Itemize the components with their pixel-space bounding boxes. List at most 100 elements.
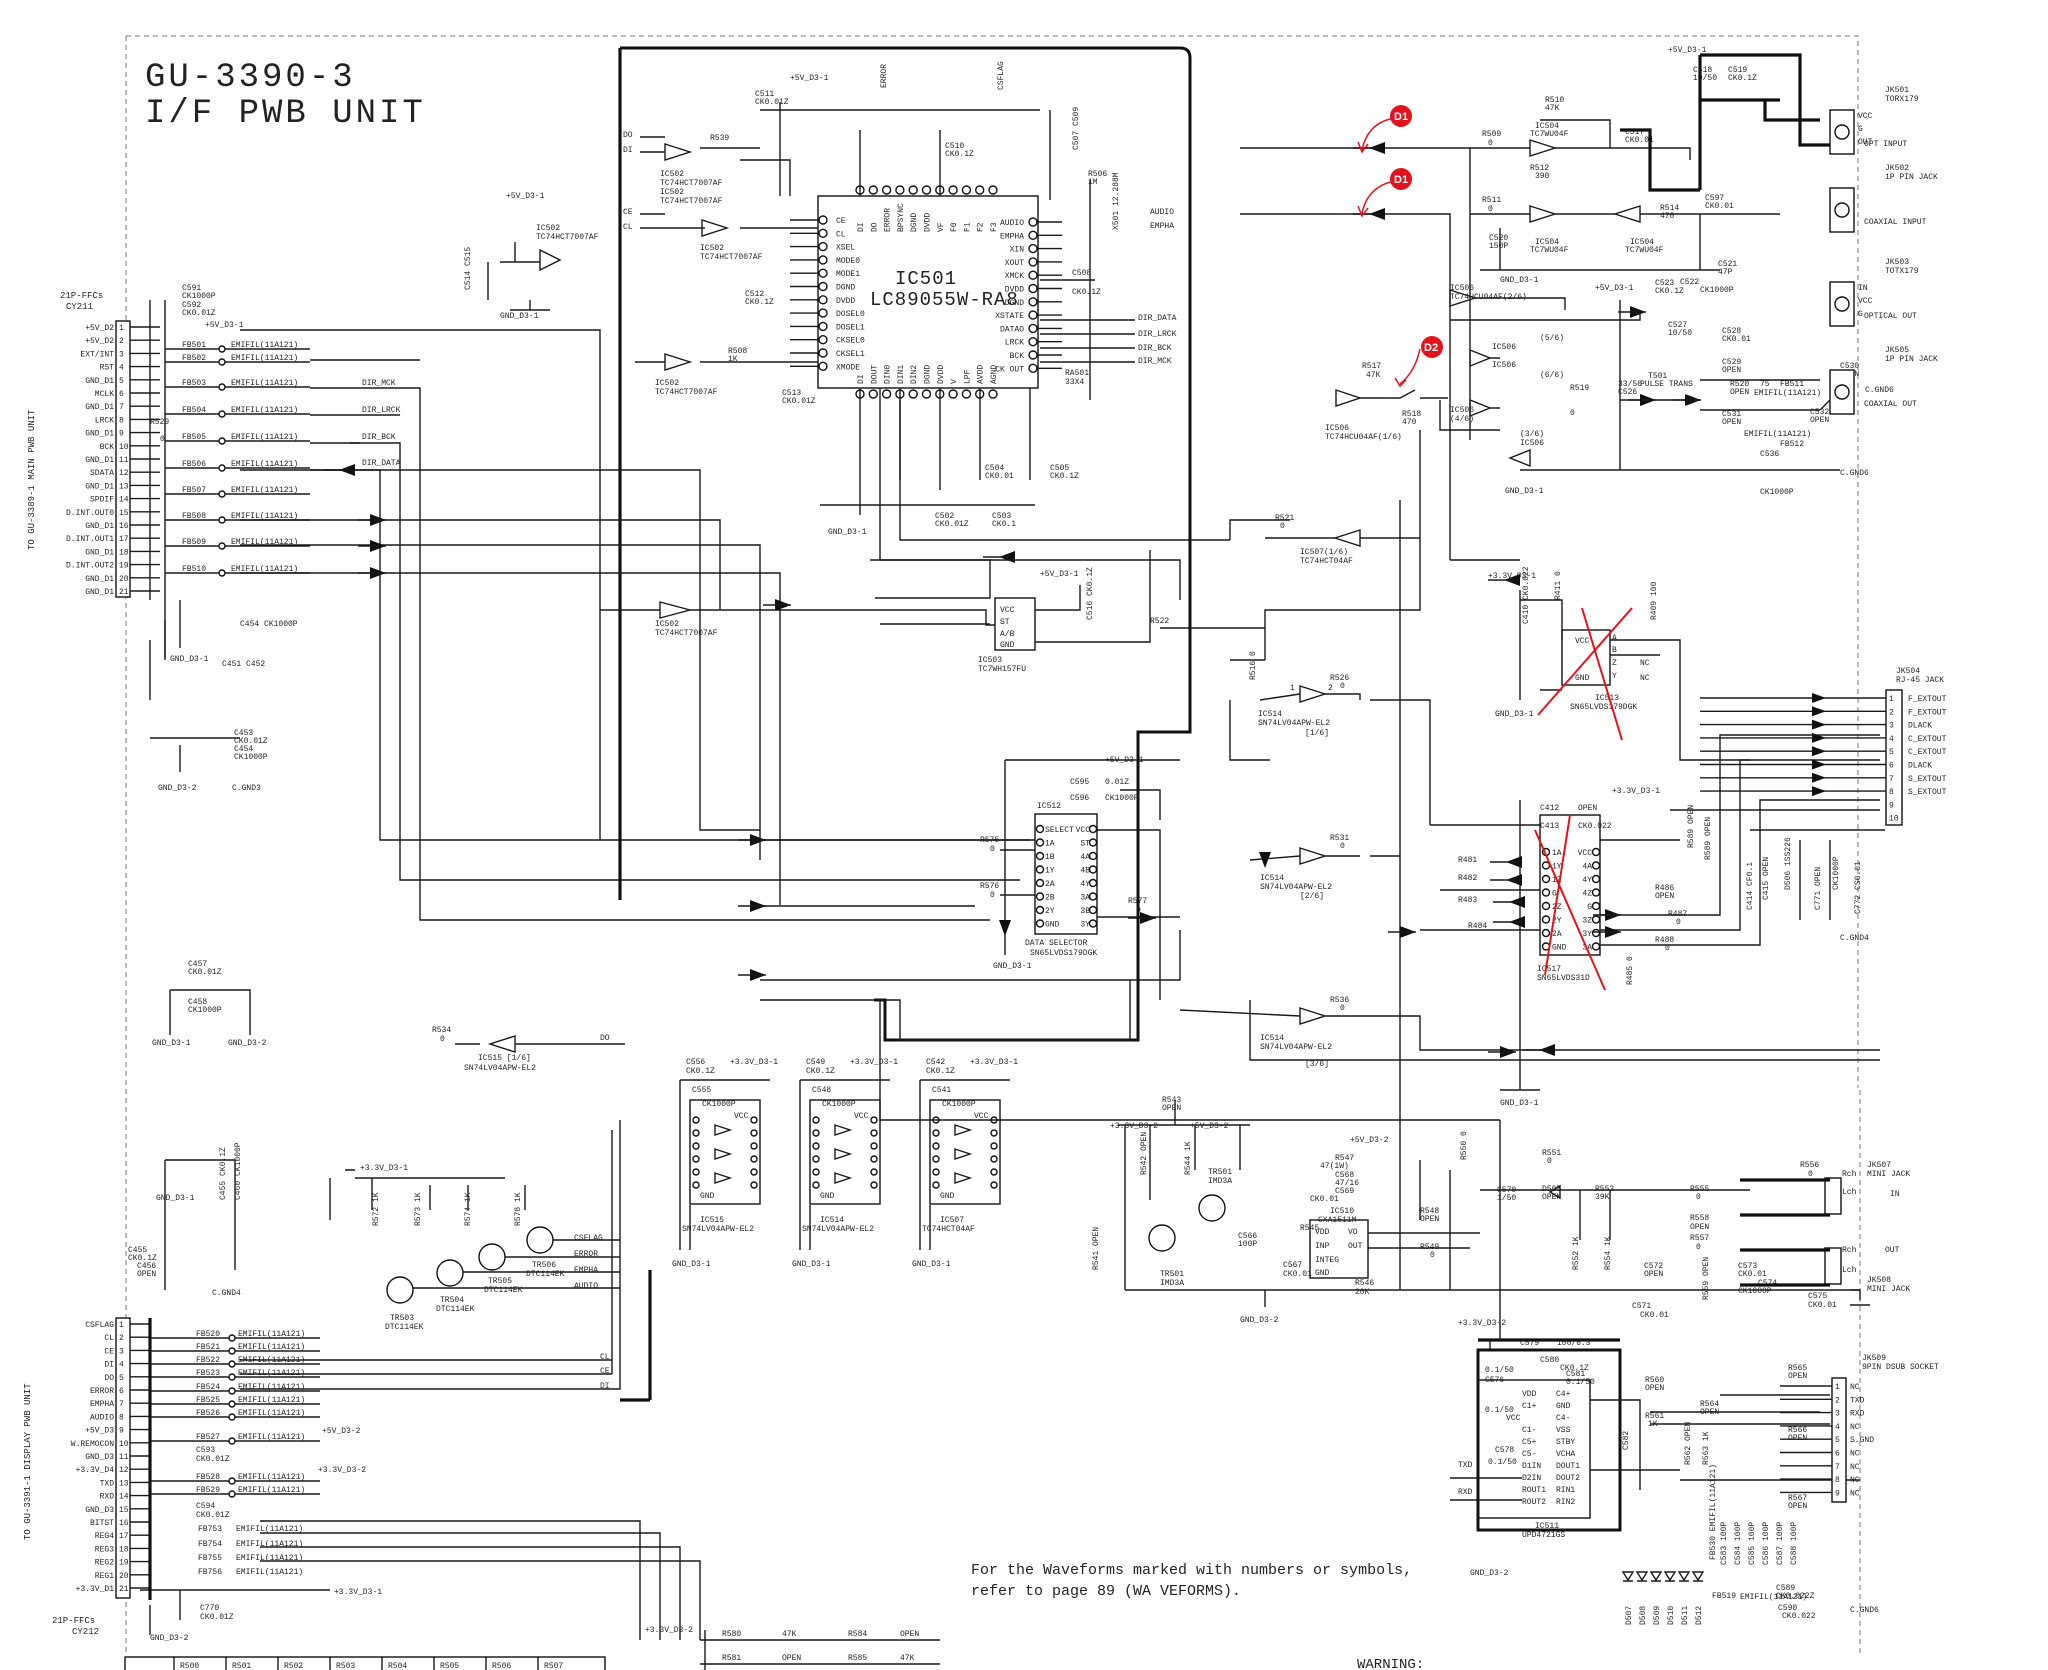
inverter-ic-block: C556CK0.1ZC555CK1000P+3.3V_D3-1VCCGNDIC5… — [672, 1058, 778, 1269]
svg-text:+3.3V_D3-2: +3.3V_D3-2 — [1458, 1319, 1506, 1328]
connector-bottom-pin-number: 17 — [119, 1532, 129, 1541]
ic501-bottom-pin: DIN2 — [910, 365, 919, 384]
jk509-pin-label: S.GND — [1850, 1436, 1874, 1445]
svg-text:C508: C508 — [1072, 269, 1091, 278]
filter-bottom-bead — [228, 1400, 236, 1408]
svg-text:VCC: VCC — [1506, 1414, 1521, 1423]
ic517-left-pin: 2Z — [1552, 903, 1562, 912]
svg-text:C522: C522 — [1680, 278, 1699, 287]
svg-text:GND_D3-1: GND_D3-1 — [912, 1260, 951, 1269]
svg-text:C530: C530 — [1840, 362, 1859, 371]
svg-text:IC506: IC506 — [1492, 361, 1516, 370]
svg-text:FB511: FB511 — [1780, 380, 1804, 389]
svg-text:VDD: VDD — [1522, 1390, 1537, 1399]
connector-bottom-pin-label: CE — [104, 1347, 114, 1356]
svg-text:CK0.01: CK0.01 — [1808, 1301, 1837, 1310]
svg-text:CK0.01: CK0.01 — [1722, 335, 1751, 344]
svg-text:0: 0 — [160, 435, 165, 444]
connector-bottom-pin-number: 11 — [119, 1453, 129, 1462]
svg-text:OPEN: OPEN — [782, 1654, 801, 1663]
signal-arrow — [1259, 852, 1271, 868]
svg-text:R551: R551 — [1542, 1149, 1561, 1158]
svg-text:ROUT1: ROUT1 — [1522, 1486, 1546, 1495]
bottom-table-cell: R501 — [232, 1662, 251, 1670]
svg-text:GND: GND — [820, 1192, 835, 1201]
filter-top-part: EMIFIL(11A121) — [231, 433, 298, 442]
ic512-right-pin-dot — [1088, 824, 1098, 834]
svg-text:470: 470 — [1402, 418, 1417, 427]
svg-text:TC74HCT7007AF: TC74HCT7007AF — [660, 197, 723, 206]
svg-text:EMIFIL(11A121): EMIFIL(11A121) — [1744, 430, 1811, 439]
ic512-right-pin-dot — [1088, 838, 1098, 847]
svg-text:CK0.01Z: CK0.01Z — [935, 520, 969, 529]
cap-ref: C587 100P — [1776, 1522, 1785, 1565]
svg-text:OPEN: OPEN — [1690, 1223, 1709, 1232]
connector-bottom-pin-number: 18 — [119, 1545, 129, 1554]
svg-text:C548: C548 — [812, 1086, 831, 1095]
svg-text:IC502: IC502 — [660, 188, 684, 197]
svg-text:R520: R520 — [1730, 380, 1749, 389]
svg-text:SN74LV04APW-EL2: SN74LV04APW-EL2 — [802, 1225, 874, 1234]
svg-text:TXD: TXD — [1458, 1461, 1473, 1470]
filter-bottom-ref: FB520 — [196, 1330, 220, 1339]
connector-top-pin-label: D.INT.OUT1 — [66, 535, 114, 544]
svg-text:C526: C526 — [1618, 388, 1637, 397]
svg-text:C536: C536 — [1760, 450, 1779, 459]
svg-text:R517: R517 — [1362, 362, 1381, 371]
svg-text:R516 0: R516 0 — [1249, 651, 1258, 680]
ic501-left-pin-dot — [818, 228, 828, 239]
ic501-bottom-pin: AGND — [990, 365, 999, 384]
svg-text:CK0.1Z: CK0.1Z — [1050, 472, 1079, 481]
svg-text:CK0.1: CK0.1 — [992, 520, 1016, 529]
jk504-pin-number: 7 — [1889, 775, 1894, 784]
svg-text:R536: R536 — [1330, 996, 1349, 1005]
svg-text:R539: R539 — [710, 134, 729, 143]
svg-text:GND: GND — [700, 1192, 715, 1201]
ic512-left-pin-dot — [1035, 865, 1045, 874]
svg-text:C566: C566 — [1238, 1232, 1257, 1241]
svg-text:47K: 47K — [1545, 104, 1560, 113]
svg-text:FB755: FB755 — [198, 1554, 222, 1563]
svg-text:C529: C529 — [1722, 358, 1741, 367]
filter-top-ref: FB509 — [182, 538, 206, 547]
svg-text:IC514: IC514 — [1260, 1034, 1284, 1043]
ic501-bottom-pin-dot — [881, 389, 892, 399]
ic501-bottom-pin: AVDD — [977, 365, 986, 384]
ic512-right-pin: 3A — [1080, 894, 1090, 903]
jk504-pin-arrow — [1812, 772, 1826, 783]
ic501-right-pin: XMCK — [1005, 272, 1024, 281]
ic501-top-pin: VF — [937, 222, 946, 232]
connector-bottom-pin-number: 7 — [119, 1400, 124, 1409]
svg-text:R576: R576 — [980, 882, 999, 891]
svg-text:GND_D3-1: GND_D3-1 — [993, 962, 1032, 971]
ic517-right-pin: 4Z — [1582, 890, 1592, 899]
svg-text:B: B — [1612, 646, 1617, 655]
svg-text:100P: 100P — [1238, 1240, 1257, 1249]
ic501-bottom-pin-dot — [961, 389, 972, 399]
filter-top-part: EMIFIL(11A121) — [231, 354, 298, 363]
jk509-pin-number: 1 — [1835, 1383, 1840, 1392]
filter-top-ref: FB504 — [182, 406, 206, 415]
svg-text:C414 CF0.1: C414 CF0.1 — [1746, 862, 1755, 910]
ic501-bottom-pin-dot — [988, 389, 998, 399]
diode-ref: D510 — [1667, 1606, 1676, 1625]
svg-text:VCC: VCC — [1575, 637, 1590, 646]
connector-bottom-pin-label: DO — [104, 1374, 114, 1383]
svg-text:R547: R547 — [1335, 1154, 1354, 1163]
svg-text:OPEN: OPEN — [1722, 366, 1741, 375]
svg-text:DTC114EK: DTC114EK — [385, 1323, 424, 1332]
svg-text:47P: 47P — [1718, 268, 1733, 277]
connector-bottom-pin-label: CL — [104, 1334, 114, 1343]
ic501-right-pin-dot — [1028, 243, 1038, 254]
svg-text:CSFLAG: CSFLAG — [574, 1234, 603, 1243]
jack-pin-label: OUT — [1858, 138, 1873, 147]
svg-text:OPEN: OPEN — [137, 1270, 156, 1279]
jk504-pin-label: C_EXTOUT — [1908, 748, 1947, 757]
ic501-right-pin-dot — [1028, 310, 1038, 320]
svg-text:0: 0 — [1488, 139, 1493, 148]
